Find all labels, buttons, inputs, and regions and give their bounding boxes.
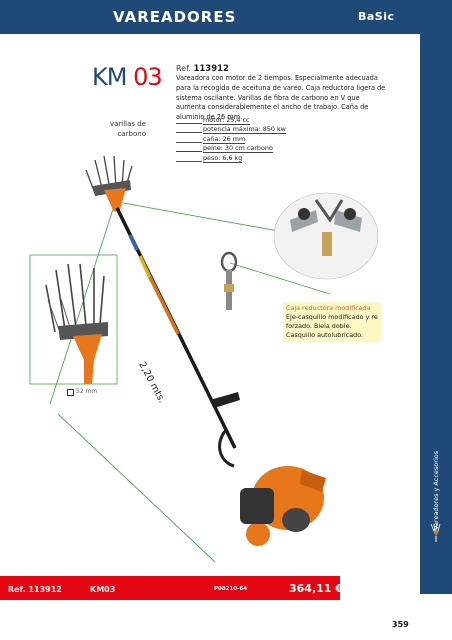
ref-number: 113912 <box>193 64 229 74</box>
detail-frame <box>29 254 118 385</box>
sidebar-section-label: Vareadores y Accesorios <box>432 450 440 530</box>
model-number: 03 <box>133 63 163 91</box>
reference-line: Ref. 113912 <box>176 64 229 74</box>
scale-label: 52 mm <box>76 388 98 395</box>
model-title: KM 03 <box>92 63 163 91</box>
product-illustration <box>29 155 379 563</box>
page-number: 359 <box>392 620 409 629</box>
model-prefix: KM <box>92 63 127 91</box>
main-comb-head <box>85 155 133 212</box>
note-line: Casquillo autolubricado. <box>286 331 364 339</box>
connecting-rod <box>220 251 238 310</box>
footer-code: P08210-64 <box>214 586 248 592</box>
inset-comb-head <box>45 263 108 384</box>
engine-unit <box>240 466 326 546</box>
spec-power: potencia máxima: 850 kw <box>203 125 286 135</box>
scale-square-icon <box>67 389 74 396</box>
footer-bar <box>0 576 340 600</box>
brand-logo: BaSic <box>358 10 395 23</box>
footer-model: KM03 <box>90 585 116 594</box>
footer-ref: Ref. 113912 <box>8 585 62 594</box>
spec-weight: peso: 6,6 kg <box>203 153 243 163</box>
header-bar <box>0 0 452 34</box>
varillas-caption: varillas de carbono <box>109 120 146 138</box>
product-description: Vareadora con motor de 2 tiempos. Especi… <box>176 74 386 122</box>
sidebar-strip <box>420 34 452 594</box>
spec-comb: peine: 30 cm carbono <box>203 144 273 154</box>
note-line: Eje-casquillo modificado y re forzado. B… <box>286 313 378 330</box>
spec-motor: motor: 25,4 cc <box>203 116 250 125</box>
footer-price: 364,11 € <box>289 582 343 595</box>
spec-shaft: caña: 26 mm <box>203 134 246 144</box>
note-box: Caja reductora modificada Eje-casquillo … <box>283 302 381 342</box>
ref-label: Ref. <box>176 64 191 73</box>
harvester-icon <box>430 523 441 542</box>
gearbox-detail <box>273 192 379 280</box>
page-title: VAREADORES <box>113 8 237 26</box>
note-title: Caja reductora modificada <box>286 304 371 312</box>
